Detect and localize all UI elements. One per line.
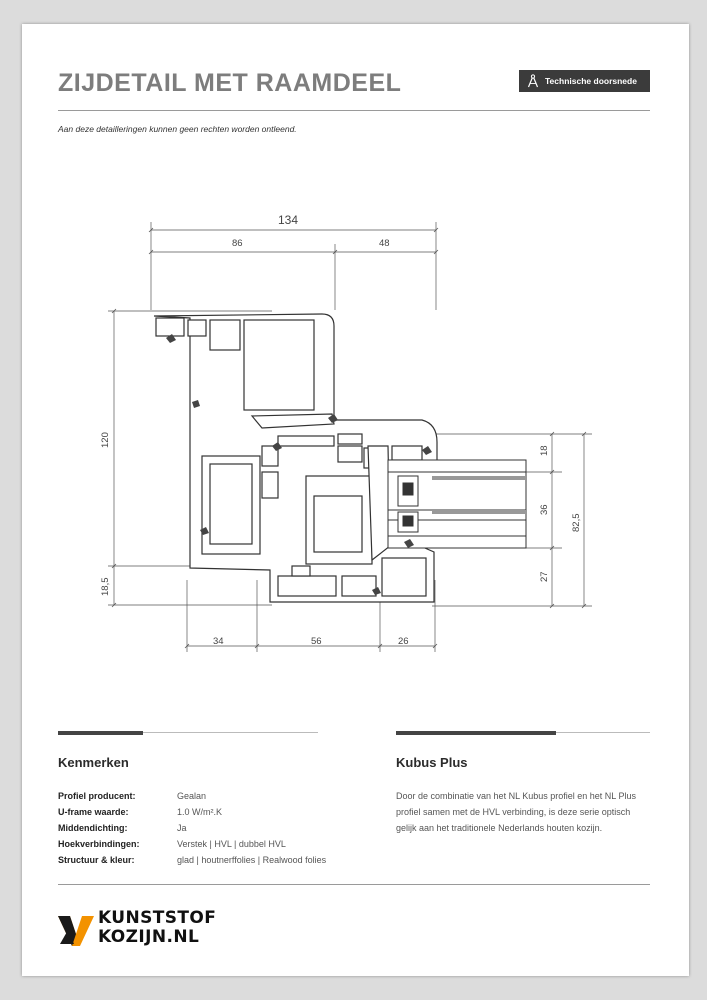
disclaimer-text: Aan deze detailleringen kunnen geen rech… xyxy=(58,124,297,134)
dim-48-label: 48 xyxy=(379,238,390,249)
cross-section-drawing: 134 86 48 120 18,5 34 56 26 18 36 27 82,… xyxy=(92,210,612,652)
spec-value: glad | houtnerffolies | Realwood folies xyxy=(177,855,327,865)
spec-row: Profiel producent: Gealan xyxy=(58,788,326,804)
dim-86-label: 86 xyxy=(232,238,243,249)
dim-120-label: 120 xyxy=(100,432,111,448)
footer-divider xyxy=(58,884,650,885)
product-heading: Kubus Plus xyxy=(396,755,468,770)
header-divider xyxy=(58,110,650,111)
dim-18-5-label: 18,5 xyxy=(100,578,111,597)
spec-row: Hoekverbindingen: Verstek | HVL | dubbel … xyxy=(58,836,326,852)
logo-line-1: KUNSTSTOF xyxy=(98,908,217,928)
dim-56-label: 56 xyxy=(311,636,322,647)
section-accent-left xyxy=(58,731,143,735)
spec-row: U-frame waarde: 1.0 W/m².K xyxy=(58,804,326,820)
specifications-list: Profiel producent: Gealan U-frame waarde:… xyxy=(58,788,326,868)
spec-key: Middendichting: xyxy=(58,823,128,833)
dim-36-label: 36 xyxy=(539,504,550,515)
spec-key: U-frame waarde: xyxy=(58,807,129,817)
cross-section-svg: 134 86 48 120 18,5 34 56 26 18 36 27 82,… xyxy=(100,213,592,652)
logo-mark-icon xyxy=(58,916,94,946)
section-divider-left xyxy=(58,732,318,733)
spec-value: Gealan xyxy=(177,791,207,801)
product-description: Door de combinatie van het NL Kubus prof… xyxy=(396,791,636,833)
spec-key: Hoekverbindingen: xyxy=(58,839,140,849)
dim-82-5-label: 82,5 xyxy=(571,514,582,533)
dim-134-label: 134 xyxy=(278,213,298,227)
spec-value: 1.0 W/m².K xyxy=(177,807,223,817)
compass-icon xyxy=(527,74,545,88)
dim-27-label: 27 xyxy=(539,571,550,582)
dim-18-label: 18 xyxy=(539,445,550,456)
brand-logo[interactable]: KUNSTSTOF KOZIJN.NL xyxy=(58,906,218,950)
document-page: ZIJDETAIL MET RAAMDEEL Technische doorsn… xyxy=(22,24,689,976)
spec-row: Middendichting: Ja xyxy=(58,820,326,836)
kenmerken-heading: Kenmerken xyxy=(58,755,129,770)
technical-section-badge: Technische doorsnede xyxy=(519,70,650,92)
badge-label: Technische doorsnede xyxy=(545,76,637,86)
spec-key: Profiel producent: xyxy=(58,791,136,801)
dim-34-label: 34 xyxy=(213,636,224,647)
spec-row: Structuur & kleur: glad | houtnerffolies … xyxy=(58,852,326,868)
section-accent-right xyxy=(396,731,556,735)
spec-value: Verstek | HVL | dubbel HVL xyxy=(177,839,286,849)
logo-line-2: KOZIJN.NL xyxy=(98,927,200,947)
dim-26-label: 26 xyxy=(398,636,409,647)
spec-value: Ja xyxy=(177,823,187,833)
spec-key: Structuur & kleur: xyxy=(58,855,135,865)
page-title: ZIJDETAIL MET RAAMDEEL xyxy=(58,69,402,97)
